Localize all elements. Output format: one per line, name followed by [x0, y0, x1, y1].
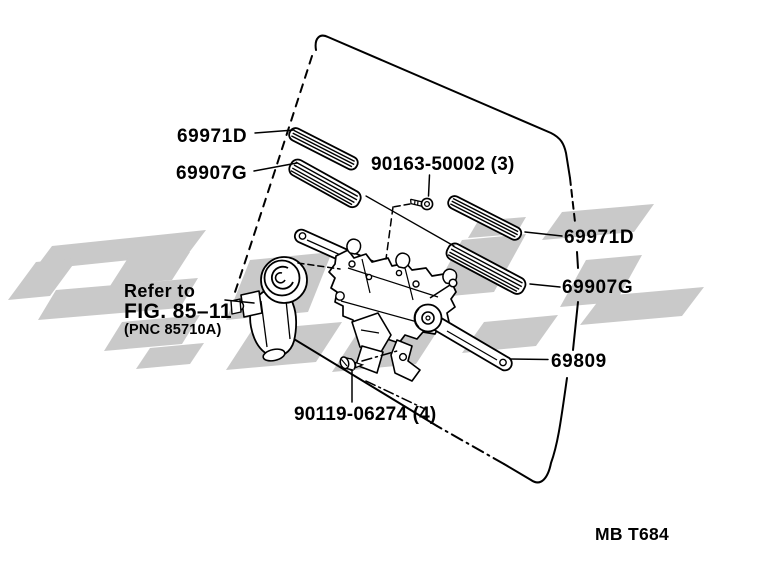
part-label-molding-bottom-left: 69907G: [176, 163, 248, 184]
dashed-reference-lines: [297, 203, 426, 410]
part-label-molding-bottom-right: 69907G: [562, 277, 634, 298]
part-label-screw: 90163-50002 (3): [371, 154, 515, 175]
molding-strips: [288, 127, 527, 295]
bolt-icon: [339, 356, 365, 371]
figure-code: MB T684: [595, 524, 670, 544]
part-label-bolt: 90119-06274 (4): [294, 404, 437, 425]
leader-lines: [224, 129, 563, 403]
molding-strip-bottom-left: [288, 158, 362, 209]
molding-strip-bottom-right: [445, 242, 527, 295]
reference-note: Refer to FIG. 85–11 (PNC 85710A): [124, 282, 232, 338]
wiper-motor-drawing: [230, 256, 308, 362]
part-label-molding-top-right: 69971D: [564, 227, 635, 248]
molding-strip-top-left: [288, 127, 359, 171]
part-label-link-assembly: 69809: [551, 351, 607, 372]
linkage-assembly-drawing: [294, 228, 513, 382]
molding-strip-top-right: [447, 195, 523, 241]
reference-note-line3: (PNC 85710A): [124, 322, 222, 338]
reference-note-line1: Refer to: [124, 281, 196, 301]
reference-note-line2: FIG. 85–11: [124, 300, 232, 323]
screw-icon: [409, 197, 434, 211]
part-label-molding-top-left: 69971D: [177, 126, 248, 147]
